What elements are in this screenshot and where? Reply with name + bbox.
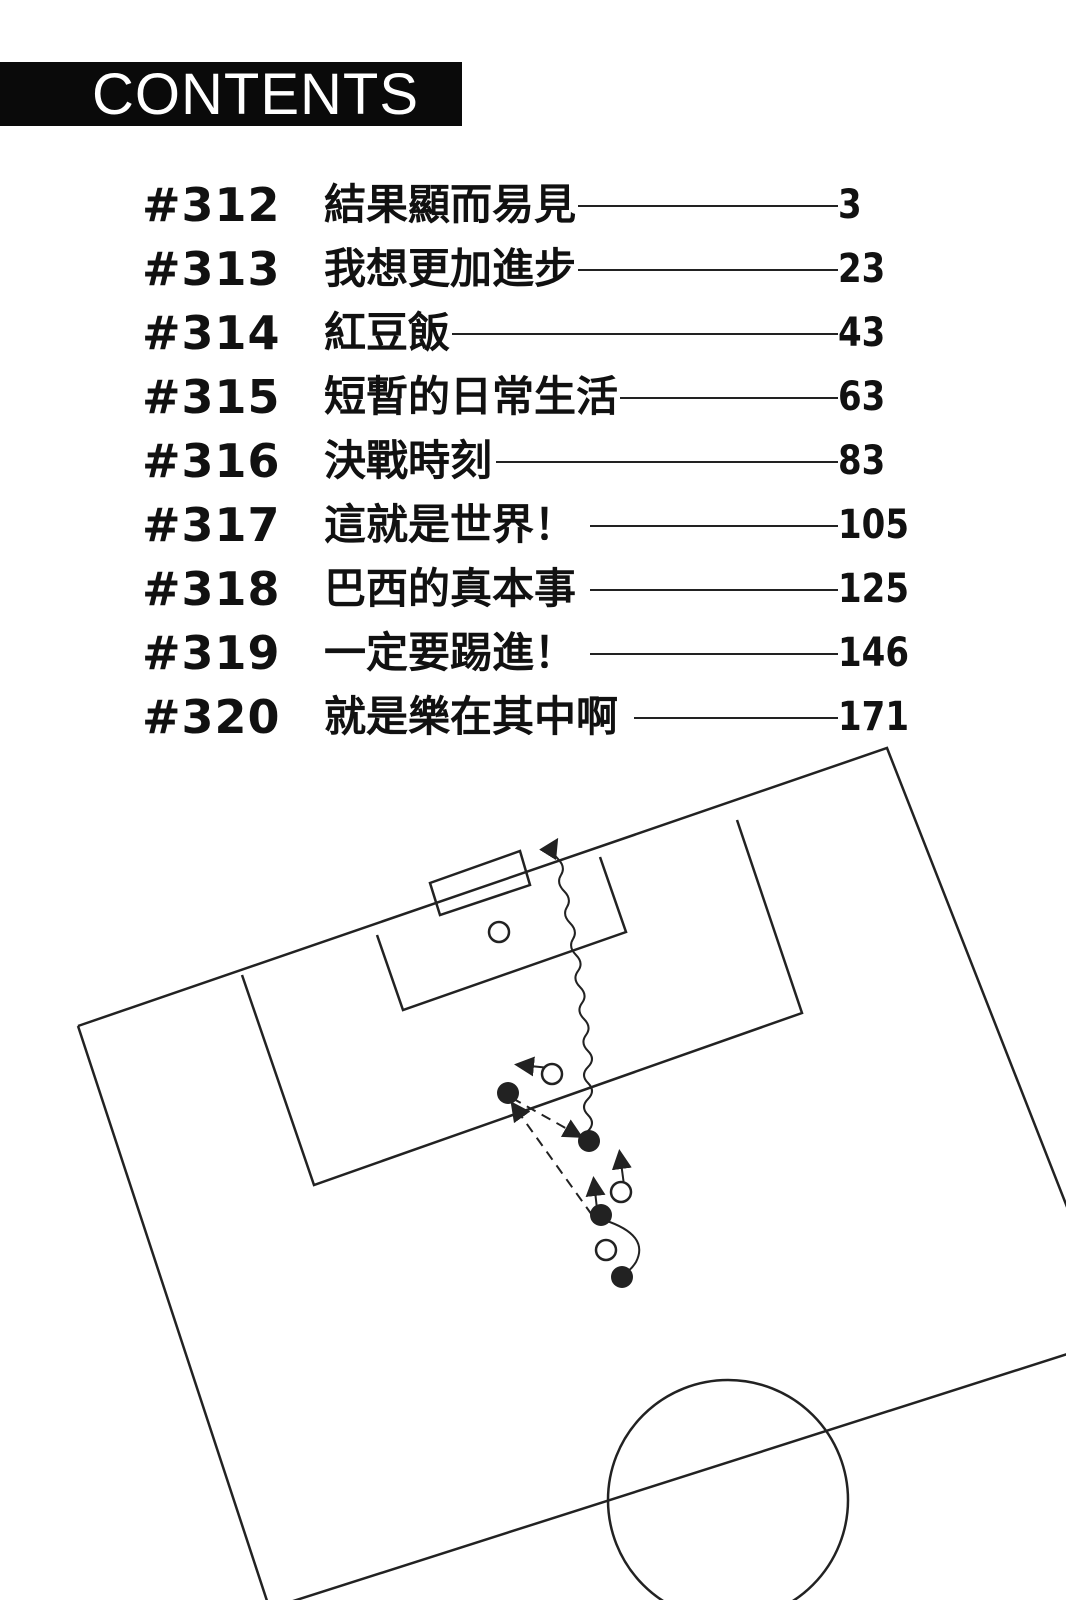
chapter-title: 就是樂在其中啊 bbox=[324, 691, 621, 743]
chapter-number: #316 bbox=[142, 434, 281, 488]
toc-entry[interactable]: #320 就是樂在其中啊 171 bbox=[0, 687, 1066, 749]
opponent-player-icon bbox=[540, 1062, 564, 1086]
page-number: 83 bbox=[838, 438, 886, 484]
chapter-number: #318 bbox=[142, 562, 281, 616]
toc-entry[interactable]: #314 紅豆飯 43 bbox=[0, 303, 1066, 365]
chapter-title: 紅豆飯 bbox=[324, 307, 453, 359]
page-number: 63 bbox=[838, 374, 886, 420]
toc-entry[interactable]: #317 這就是世界！ 105 bbox=[0, 495, 1066, 557]
pitch-left-side bbox=[76, 1025, 269, 1600]
toc-entry[interactable]: #315 短暫的日常生活 63 bbox=[0, 367, 1066, 429]
dribble-path-line bbox=[539, 837, 593, 1148]
leader-line bbox=[590, 653, 838, 655]
chapter-number: #317 bbox=[142, 498, 281, 552]
pitch-boundary bbox=[77, 746, 1066, 1208]
toc-entry[interactable]: #319 一定要踢進！ 146 bbox=[0, 623, 1066, 685]
leader-line bbox=[590, 525, 838, 527]
team-player-icon bbox=[611, 1266, 633, 1288]
page-number: 43 bbox=[838, 310, 886, 356]
chapter-title: 一定要踢進！ bbox=[324, 627, 579, 679]
leader-line bbox=[450, 333, 838, 335]
chapter-number: #312 bbox=[142, 178, 281, 232]
goal bbox=[428, 849, 532, 917]
pass-arrow bbox=[511, 1097, 584, 1138]
contents-header-bar: CONTENTS bbox=[0, 62, 462, 126]
chapter-number: #319 bbox=[142, 626, 281, 680]
leader-line bbox=[496, 461, 838, 463]
toc-entry[interactable]: #313 我想更加進步 23 bbox=[0, 239, 1066, 301]
chapter-number: #320 bbox=[142, 690, 281, 744]
leader-line bbox=[634, 717, 838, 719]
goal-area bbox=[375, 856, 628, 1012]
team-player-icon bbox=[497, 1082, 519, 1104]
chapter-title: 巴西的真本事 bbox=[324, 563, 579, 615]
leader-line bbox=[560, 269, 838, 271]
opponent-player-icon bbox=[609, 1180, 633, 1204]
leader-line bbox=[620, 397, 838, 399]
opponent-player-icon bbox=[594, 1238, 618, 1262]
team-player-icon bbox=[590, 1204, 612, 1226]
chapter-title: 我想更加進步 bbox=[324, 243, 579, 295]
pass-arrow bbox=[510, 1101, 593, 1216]
toc-entry[interactable]: #312 結果顯而易見 3 bbox=[0, 175, 1066, 237]
chapter-title: 結果顯而易見 bbox=[324, 179, 579, 231]
page-number: 3 bbox=[838, 182, 862, 228]
page-number: 23 bbox=[838, 246, 886, 292]
page-number: 105 bbox=[838, 502, 909, 548]
opponent-player-icon bbox=[487, 920, 511, 944]
page-number: 146 bbox=[838, 630, 909, 676]
leader-line bbox=[560, 205, 838, 207]
chapter-title: 決戰時刻 bbox=[324, 435, 495, 487]
toc-entry[interactable]: #318 巴西的真本事 125 bbox=[0, 559, 1066, 621]
page-number: 125 bbox=[838, 566, 909, 612]
chapter-number: #315 bbox=[142, 370, 281, 424]
toc-entry[interactable]: #316 決戰時刻 83 bbox=[0, 431, 1066, 493]
chapter-title: 這就是世界！ bbox=[324, 499, 579, 551]
soccer-pitch-tactics-icon bbox=[76, 746, 1066, 1600]
team-player-icon bbox=[578, 1130, 600, 1152]
chapter-number: #314 bbox=[142, 306, 281, 360]
center-circle bbox=[606, 1378, 850, 1600]
movement-arrow bbox=[611, 1149, 632, 1186]
chapter-title: 短暫的日常生活 bbox=[324, 371, 621, 423]
page-number: 171 bbox=[838, 694, 909, 740]
chapter-number: #313 bbox=[142, 242, 281, 296]
halfway-line bbox=[292, 1353, 1066, 1600]
contents-title: CONTENTS bbox=[92, 62, 419, 127]
leader-line bbox=[590, 589, 838, 591]
penalty-box bbox=[240, 819, 804, 1187]
